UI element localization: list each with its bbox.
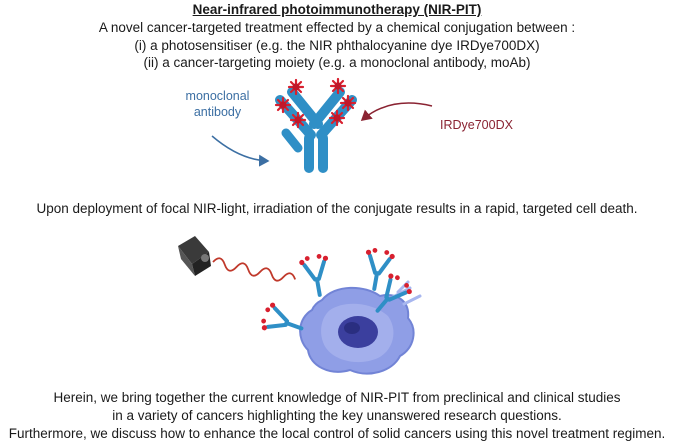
antibody-arrow xyxy=(211,135,270,167)
cancer-cell-icon xyxy=(299,280,422,375)
bound-antibody-1 xyxy=(296,250,337,300)
intro-line-3: (ii) a cancer-targeting moiety (e.g. a m… xyxy=(143,55,531,70)
intro-line-1: A novel cancer-targeted treatment effect… xyxy=(98,20,576,35)
summary-line-1: Herein, we bring together the current kn… xyxy=(53,390,621,405)
bound-antibody-3 xyxy=(256,298,309,345)
intro-line-2: (i) a photosensitiser (e.g. the NIR phth… xyxy=(134,38,540,53)
dye-arrow xyxy=(360,102,433,121)
antibody-label-line-1: monoclonal xyxy=(185,89,250,103)
antibody-label: monoclonal antibody xyxy=(170,88,265,120)
mechanism-text: Upon deployment of focal NIR-light, irra… xyxy=(36,201,638,216)
nir-light-wave xyxy=(212,257,297,282)
summary-line-2: in a variety of cancers highlighting the… xyxy=(112,408,562,423)
dye-label: IRDye700DX xyxy=(440,118,513,132)
page-title: Near-infrared photoimmunotherapy (NIR-PI… xyxy=(192,2,482,17)
summary-line-3: Furthermore, we discuss how to enhance t… xyxy=(8,426,666,441)
nir-light-source-icon xyxy=(178,236,211,276)
antibody-label-line-2: antibody xyxy=(193,105,242,119)
